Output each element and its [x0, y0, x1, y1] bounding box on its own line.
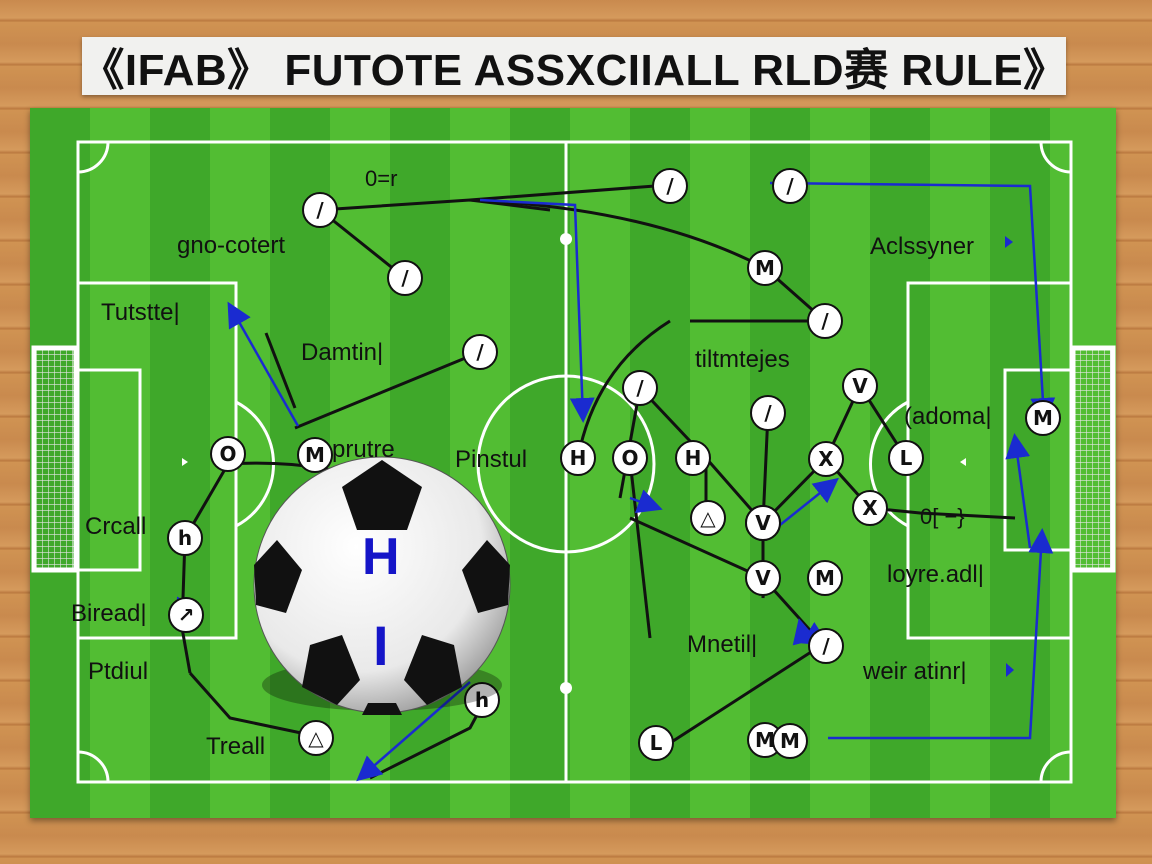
goal-left: [31, 345, 79, 573]
player-token: /: [772, 168, 808, 204]
player-token: X: [808, 441, 844, 477]
player-token-label: /: [764, 401, 772, 425]
player-token-label: /: [476, 340, 484, 364]
player-token-label: ↗: [178, 603, 195, 627]
player-token-label: h: [178, 526, 192, 550]
player-token-label: △: [308, 726, 324, 750]
player-token: /: [387, 260, 423, 296]
player-token-label: L: [900, 446, 913, 470]
player-token-label: /: [822, 634, 830, 658]
player-token-label: H: [570, 446, 587, 470]
player-token: M: [747, 722, 783, 758]
player-token-label: L: [650, 731, 663, 755]
player-token: M: [1025, 400, 1061, 436]
spot-mark-bottom: [560, 682, 572, 694]
label-treall: Treall: [206, 733, 266, 760]
player-token-label: M: [305, 443, 325, 467]
player-token: H: [675, 440, 711, 476]
player-token-label: V: [852, 374, 868, 398]
label-mnetil: Mnetil|: [687, 631, 758, 658]
football-pitch: /////////MMMMMMOOHHHXXVVVLL△△hh↗ H I gno…: [30, 108, 1116, 818]
label-biread: Biread|: [71, 600, 147, 627]
player-token-label: M: [1033, 406, 1053, 430]
ball-letter-top: H: [362, 528, 400, 586]
player-token-label: V: [755, 511, 771, 535]
player-token: /: [808, 628, 844, 664]
label-weir-atinr: weir atinr|: [863, 658, 967, 685]
label-crcall: Crcall: [85, 513, 147, 540]
label-prutre: prutre: [332, 436, 395, 463]
label-formula-right: 0[ −}: [920, 504, 965, 529]
player-token-label: h: [475, 688, 489, 712]
player-token: /: [622, 370, 658, 406]
player-token: O: [210, 436, 246, 472]
player-token-label: /: [821, 309, 829, 333]
player-token-label: M: [780, 729, 800, 753]
player-token: M: [772, 723, 808, 759]
player-token-label: /: [636, 376, 644, 400]
player-token-label: M: [755, 728, 775, 752]
label-ptdiul: Ptdiul: [88, 658, 149, 685]
player-token-label: △: [700, 506, 716, 530]
player-token-label: O: [219, 442, 236, 466]
player-token: O: [612, 440, 648, 476]
label-pinstul: Pinstul: [455, 446, 528, 473]
label-formula-top: 0=r: [365, 166, 398, 191]
player-token: /: [462, 334, 498, 370]
penalty-spot-left: [182, 458, 188, 466]
player-token-label: /: [401, 266, 409, 290]
player-token-label: X: [818, 447, 834, 471]
player-token: /: [807, 303, 843, 339]
label-damtin: Damtin|: [301, 339, 384, 366]
label-cadoma: (adoma|: [904, 403, 992, 430]
player-token: h: [167, 520, 203, 556]
player-token: M: [297, 437, 333, 473]
player-token: △: [690, 500, 726, 536]
player-token-label: X: [862, 496, 878, 520]
player-token-label: /: [666, 174, 674, 198]
player-token: M: [747, 250, 783, 286]
player-token-label: /: [786, 174, 794, 198]
player-token: V: [842, 368, 878, 404]
spot-mark-top: [560, 233, 572, 245]
goal-right: [1070, 345, 1116, 573]
label-tilltmlejes: tiltmtejes: [695, 346, 790, 373]
label-tutstte: Tutstte|: [101, 299, 180, 326]
player-token: M: [807, 560, 843, 596]
player-token: △: [298, 720, 334, 756]
player-token: V: [745, 560, 781, 596]
player-token-label: /: [316, 198, 324, 222]
pitch-diagram: /////////MMMMMMOOHHHXXVVVLL△△hh↗: [31, 140, 1116, 784]
title-banner: 《IFAB》 FUTOTE ASSXCIIALL RLD赛 RULE》: [80, 37, 1068, 95]
player-token-label: M: [815, 566, 835, 590]
player-token-label: M: [755, 256, 775, 280]
player-token: /: [302, 192, 338, 228]
player-token-label: V: [755, 566, 771, 590]
penalty-spot-right: [960, 458, 966, 466]
player-token: ↗: [168, 597, 204, 633]
player-token: /: [652, 168, 688, 204]
player-tokens: /////////MMMMMMOOHHHXXVVVLL△△hh↗: [167, 168, 1061, 761]
soccer-ball: [253, 456, 511, 715]
label-aclssyner: Aclssyner: [870, 233, 975, 260]
player-token: V: [745, 505, 781, 541]
player-token: X: [852, 490, 888, 526]
player-token-label: H: [685, 446, 702, 470]
ball-letter-bottom: I: [373, 614, 389, 677]
player-token: h: [464, 682, 500, 718]
label-loyre-adl: loyre.adl|: [887, 561, 984, 588]
page-title: 《IFAB》 FUTOTE ASSXCIIALL RLD赛 RULE》: [80, 46, 1068, 95]
player-token: /: [750, 395, 786, 431]
player-token: L: [638, 725, 674, 761]
player-token-label: O: [621, 446, 638, 470]
label-gno-cotert: gno-cotert: [177, 232, 286, 259]
player-token: H: [560, 440, 596, 476]
player-token: L: [888, 440, 924, 476]
